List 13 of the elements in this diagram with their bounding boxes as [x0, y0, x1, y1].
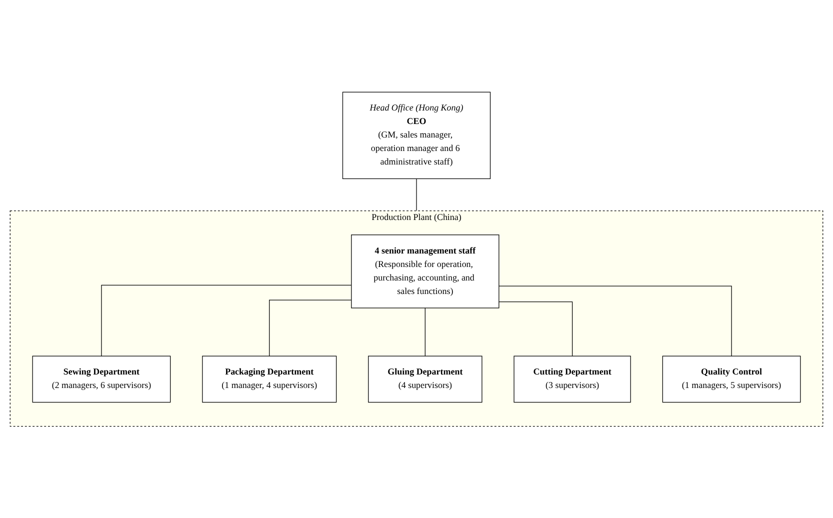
- connector: [498, 285, 732, 356]
- connector: [269, 300, 352, 356]
- node-box: Head Office (Hong Kong) CEO (GM, sales manager, operation manager and 6 administrative staff): [342, 92, 491, 179]
- node-box: Packaging Department (1 manager, 4 supervisors): [202, 356, 337, 402]
- connector: [498, 301, 573, 356]
- node-box: Quality Control (1 managers, 5 supervisors): [662, 356, 801, 402]
- connector: [416, 178, 417, 211]
- connector: [101, 284, 352, 356]
- node-box: Sewing Department (2 managers, 6 supervisors): [32, 356, 171, 402]
- node-box: Gluing Department (4 supervisors): [368, 356, 482, 402]
- node-box: 4 senior management staff (Responsible for operation, purchasing, accounting, and sales functions): [351, 234, 500, 308]
- connector: [424, 307, 426, 356]
- node-box: Cutting Department (3 supervisors): [514, 356, 631, 402]
